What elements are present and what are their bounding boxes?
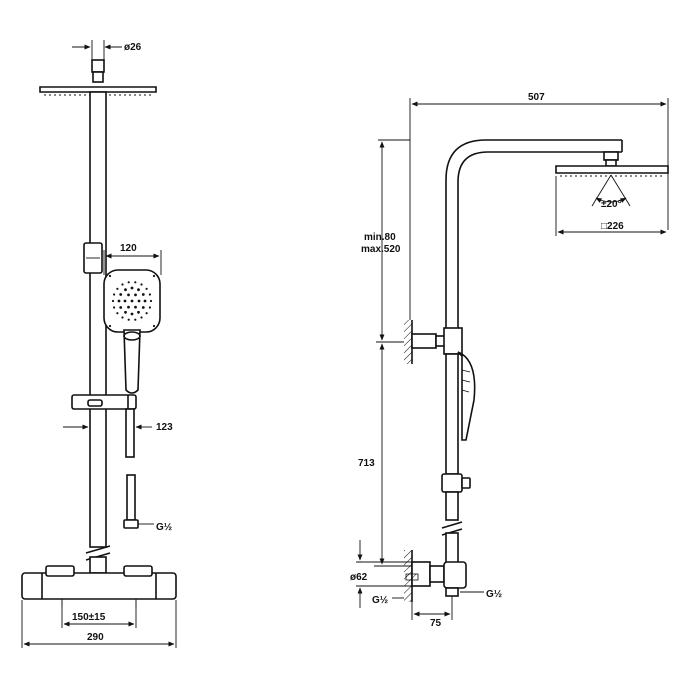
slider-offset-dimension: 123 xyxy=(63,412,173,433)
nozzle-dot xyxy=(108,324,112,328)
nozzle-dot xyxy=(152,324,156,328)
wall-offset-label: 75 xyxy=(430,618,442,629)
nozzle-dot xyxy=(152,274,156,278)
head-size-label: □226 xyxy=(601,221,624,232)
valve-height-dimension: 713 xyxy=(358,343,430,567)
cover-diameter-dimension: ø62 xyxy=(350,540,412,608)
lower-wall-mixer xyxy=(404,550,467,602)
head-size-dimension: □226 xyxy=(555,176,667,236)
thermostatic-mixer xyxy=(21,565,177,607)
inlet-thread-left: G½ xyxy=(372,595,404,606)
wall-offset-dimension: 75 xyxy=(411,596,453,629)
handshower-width-dimension: 120 xyxy=(103,243,162,275)
arm-length-dimension: 507 xyxy=(409,92,669,320)
nozzle-dot xyxy=(119,306,123,309)
nozzle-dot xyxy=(134,318,137,321)
nozzle-dot xyxy=(134,293,137,297)
hose-inlet: G½ xyxy=(123,474,172,533)
cover-diameter-label: ø62 xyxy=(350,572,368,583)
nozzle-dot xyxy=(121,316,124,319)
mixer-knob-right xyxy=(123,565,153,577)
nozzle-dot xyxy=(127,305,130,309)
side-view: 507 ±20° □226 min.80 xyxy=(350,92,669,629)
nozzle-dot xyxy=(134,305,137,309)
nozzle-dot xyxy=(137,288,140,292)
valve-height-label: 713 xyxy=(358,458,375,469)
side-hand-shower xyxy=(457,351,476,441)
head-connector xyxy=(91,59,105,73)
side-overhead-shower xyxy=(555,151,669,177)
nozzle-dot xyxy=(127,318,130,321)
side-slider xyxy=(441,473,463,493)
inlet-spacing-label: 150±15 xyxy=(72,612,106,623)
nozzle-dot xyxy=(111,299,115,303)
nozzle-dot xyxy=(119,293,123,296)
nozzle-dot xyxy=(148,293,151,296)
nozzle-dot xyxy=(108,274,112,278)
nozzle-dot xyxy=(121,283,124,286)
height-min-label: min.80 xyxy=(364,232,396,243)
nozzle-dot xyxy=(149,299,153,303)
pipe-diameter-dimension: ø26 xyxy=(72,40,142,60)
nozzle-dot xyxy=(137,299,141,303)
height-adjust-dimension: min.80 max.520 xyxy=(361,139,410,341)
nozzle-dot xyxy=(141,306,145,309)
inlet-thread-right-label: G½ xyxy=(486,589,502,600)
nozzle-dot xyxy=(123,299,127,303)
inlet-spacing-dimension: 150±15 xyxy=(61,600,137,628)
nozzle-dot xyxy=(134,281,137,284)
nozzle-dot xyxy=(143,299,147,303)
nozzle-dot xyxy=(140,316,143,319)
overhead-shower-head xyxy=(39,86,157,96)
slide-bracket xyxy=(71,394,137,458)
nozzle-dot xyxy=(130,312,134,316)
upper-wall-bracket xyxy=(376,320,463,364)
nozzle-dot xyxy=(124,310,127,314)
nozzle-dot xyxy=(113,293,116,296)
nozzle-dot xyxy=(141,293,145,296)
slider-offset-label: 123 xyxy=(156,422,173,433)
inlet-thread-left-label: G½ xyxy=(372,595,388,606)
nozzle-dot xyxy=(127,293,130,297)
overall-width-label: 290 xyxy=(87,632,104,643)
hose-inlet-thread-label: G½ xyxy=(156,522,172,533)
front-view: ø26 120 xyxy=(21,40,177,648)
nozzle-dot xyxy=(113,306,116,309)
nozzle-dot xyxy=(116,287,119,290)
arm-length-label: 507 xyxy=(528,92,545,103)
hand-shower xyxy=(103,269,161,394)
overall-width-dimension: 290 xyxy=(21,600,177,648)
pipe-diameter-label: ø26 xyxy=(124,42,142,53)
head-connector-nut xyxy=(92,71,104,83)
tilt-angle-label: ±20° xyxy=(601,199,622,210)
inlet-thread-right: G½ xyxy=(460,589,502,600)
nozzle-dot xyxy=(137,310,140,314)
height-max-label: max.520 xyxy=(361,244,401,255)
side-lower-riser xyxy=(445,353,459,475)
nozzle-dot xyxy=(130,286,134,290)
hand-shower-handle xyxy=(123,329,141,394)
nozzle-dot xyxy=(116,312,119,315)
nozzle-dot xyxy=(145,287,148,290)
nozzle-dot xyxy=(130,299,134,303)
riser-pipe-lower xyxy=(89,556,107,574)
mixer-knob-left xyxy=(45,565,75,577)
nozzle-dot xyxy=(124,288,127,292)
nozzle-dot xyxy=(145,312,148,315)
nozzle-dot xyxy=(117,299,121,303)
nozzle-dot xyxy=(140,283,143,286)
nozzle-dot xyxy=(148,306,151,309)
handshower-width-label: 120 xyxy=(120,243,137,254)
tilt-angle-indicator: ±20° xyxy=(591,174,631,210)
nozzle-dot xyxy=(127,281,130,284)
